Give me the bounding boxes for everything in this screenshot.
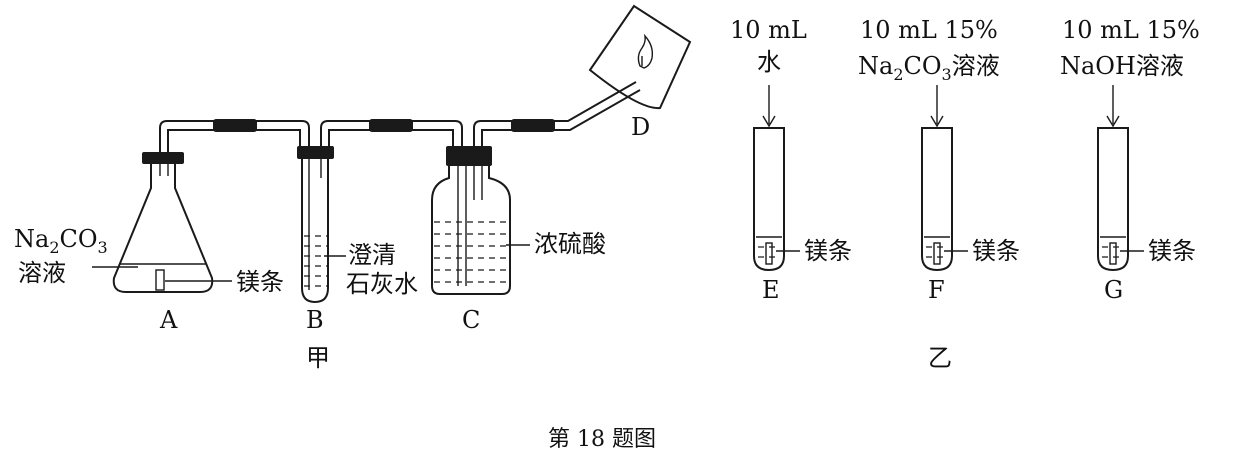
rubber-joint (511, 119, 555, 132)
vessel-d (588, 4, 692, 110)
tube-g-magnesium (1109, 242, 1117, 265)
label-g: G (1104, 276, 1123, 304)
tube-e (753, 85, 800, 272)
tube-f (921, 85, 968, 272)
flame (637, 33, 654, 69)
tube-b-reagent-line2: 石灰水 (346, 270, 418, 298)
tube-f-added-formula: Na2CO3溶液 (858, 52, 1000, 84)
magnesium-strip (155, 269, 165, 291)
figure-caption: 第 18 题图 (548, 427, 656, 452)
group-label-left: 甲 (306, 344, 330, 372)
label-b: B (306, 306, 324, 334)
tube-b-reagent-line1: 澄清 (348, 241, 396, 269)
tube-f-solid-label: 镁条 (972, 237, 1020, 265)
bottle-c (431, 146, 530, 295)
group-label-right: 乙 (928, 344, 952, 372)
flask-stopper (142, 152, 184, 164)
flask-a-solid-label: 镁条 (236, 268, 284, 296)
flask-a (92, 152, 232, 293)
tube-g-added-line1: 10 mL 15% (1062, 16, 1200, 44)
label-e: E (762, 276, 780, 304)
label-f: F (928, 276, 945, 304)
tube-g-solid-label: 镁条 (1148, 237, 1196, 265)
rubber-joint (369, 119, 413, 132)
label-a: A (159, 306, 178, 334)
tube-e-magnesium (765, 242, 773, 265)
tube-b (297, 146, 346, 304)
label-d: D (631, 113, 650, 141)
tube-e-added-line2: 水 (757, 48, 781, 76)
tube-f-added-suffix: 溶液 (952, 52, 1000, 80)
tube-f-magnesium (933, 242, 941, 265)
tube-b-stopper (297, 146, 334, 159)
bottle-c-reagent-label: 浓硫酸 (534, 230, 606, 258)
bottle-c-stopper (446, 146, 492, 166)
tube-e-solid-label: 镁条 (804, 237, 852, 265)
tube-g (1097, 85, 1144, 272)
connecting-tubes (159, 81, 641, 152)
flask-a-solution-formula: Na2CO3 (14, 225, 108, 257)
rubber-joint (213, 119, 257, 132)
tube-e-added-line1: 10 mL (730, 16, 807, 44)
label-c: C (462, 306, 480, 334)
tube-g-added-line2: NaOH溶液 (1060, 52, 1184, 80)
tube-f-added-line1: 10 mL 15% (860, 16, 998, 44)
flask-a-solution-label: 溶液 (18, 259, 66, 287)
